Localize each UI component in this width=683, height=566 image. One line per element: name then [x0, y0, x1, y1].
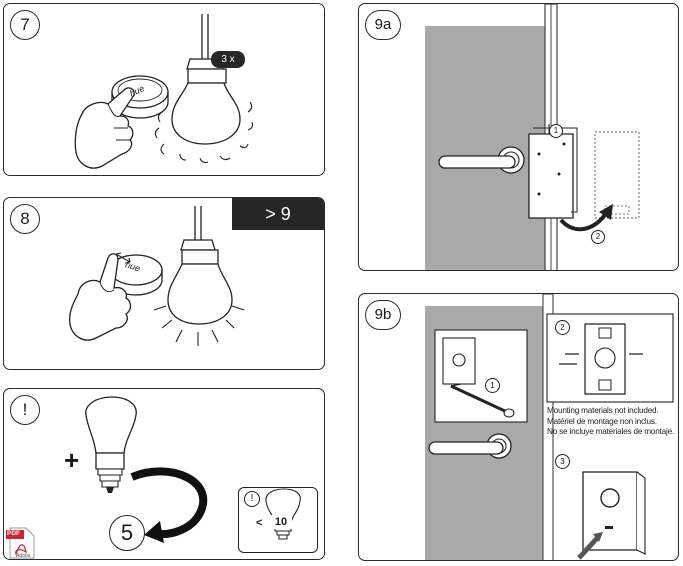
step-number: 9b: [365, 300, 401, 330]
callout-2: 2: [591, 230, 605, 244]
note-en: Mounting materials not included.: [547, 406, 659, 415]
step-7-illustration: [74, 14, 254, 169]
plus-sign: +: [64, 445, 80, 475]
callout-1: 1: [549, 124, 563, 138]
step-number: 8: [10, 204, 40, 234]
step-9a-illustration: [425, 4, 640, 270]
callout-1: 1: [485, 378, 500, 393]
step-9b-panel: 9b 1 2 3 Mounting materials not included…: [358, 293, 679, 561]
pdf-file-icon: PDF Adobe: [6, 526, 36, 560]
callout-3: 3: [555, 454, 570, 469]
step-8-panel: 8 > 9 hue: [3, 197, 325, 370]
pdf-label: PDF: [7, 530, 20, 537]
warning-number: !: [10, 395, 40, 425]
step-9b-illustration: [425, 294, 674, 560]
blink-count-badge: 3 x: [211, 51, 245, 68]
count-circle: 5: [109, 515, 145, 551]
step-8-illustration: [68, 206, 245, 346]
warning-panel: ! + 5 ! < 10: [3, 388, 325, 560]
flash-rays: [154, 101, 254, 164]
note-fr: Matériel de montage non inclus.: [547, 416, 657, 426]
glow-rays: [153, 305, 245, 346]
mounting-notes: Mounting materials not included. Matérie…: [547, 406, 674, 438]
inset-less-than: <: [256, 517, 263, 529]
callout-2: 2: [555, 320, 570, 335]
inset-box: [238, 487, 318, 553]
step-9a-panel: 9a 1 2: [358, 3, 679, 271]
step-number: 9a: [365, 10, 401, 40]
note-es: No se incluye materiales de montaje.: [547, 427, 675, 436]
inset-warning-number: !: [244, 491, 260, 507]
inset-value: 10: [270, 515, 292, 529]
step-7-panel: 7 hue 3 x: [3, 3, 325, 176]
duration-badge: > 9: [232, 198, 324, 230]
adobe-label: Adobe: [16, 553, 31, 559]
warning-illustration: [85, 396, 301, 543]
step-number: 7: [10, 10, 40, 40]
